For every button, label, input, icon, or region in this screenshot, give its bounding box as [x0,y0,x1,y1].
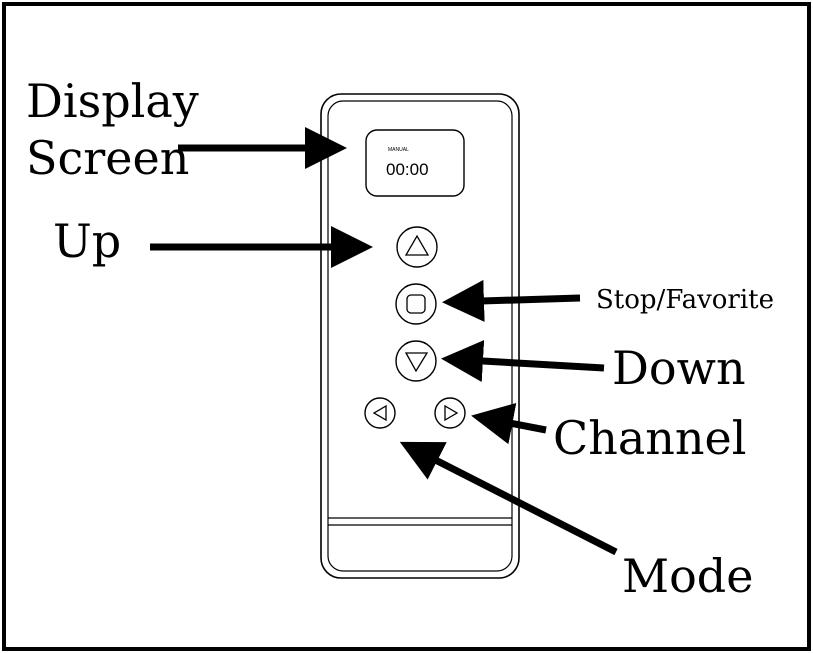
mode-button[interactable] [364,397,396,429]
down-label: Down [612,341,746,395]
square-icon [406,294,426,314]
display-label-line2: Screen [26,131,189,185]
screen-mode-text: MANUAL [388,147,409,153]
up-label: Up [53,214,121,268]
stop-favorite-label: Stop/Favorite [596,285,774,315]
remote-body [320,93,520,579]
channel-button[interactable] [434,397,466,429]
triangle-down-icon [404,352,429,373]
down-button[interactable] [395,340,437,382]
triangle-left-icon [372,404,387,422]
down-arrow [441,340,605,382]
screen-time-text: 00:00 [386,160,429,179]
display-screen: MANUAL 00:00 [365,129,465,197]
mode-label: Mode [622,549,753,603]
stop-favorite-arrow [442,279,581,322]
stop-favorite-button[interactable] [395,283,437,325]
triangle-right-icon [444,404,459,422]
up-button[interactable] [396,226,438,268]
channel-arrow [471,402,547,445]
mode-arrow [399,441,618,556]
channel-label: Channel [553,411,746,465]
display-label-line1: Display [26,74,199,128]
triangle-up-icon [404,234,430,256]
